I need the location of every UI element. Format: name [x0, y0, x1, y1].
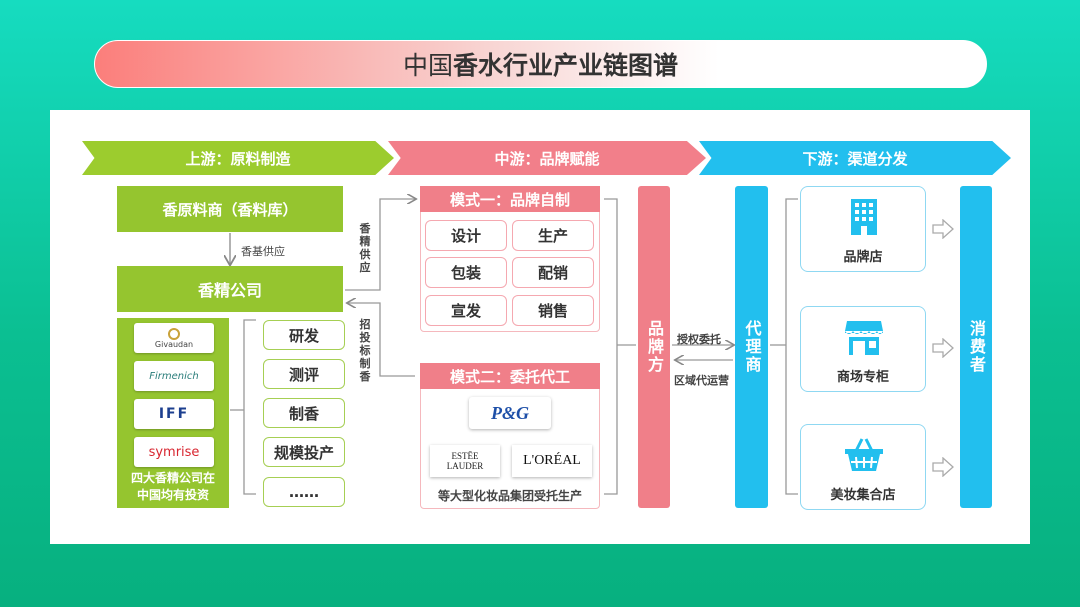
channel-mall-counter-label: 商场专柜 — [836, 370, 889, 385]
supply-label: 香基供应 — [241, 245, 285, 258]
page-title: 中国香水行业产业链图谱 — [94, 40, 987, 88]
mode1-title: 模式一：品牌自制 — [420, 186, 600, 212]
activity-more: …… — [263, 477, 345, 507]
channel-mall-counter: 商场专柜 — [800, 306, 926, 392]
stage-downstream: 下游：渠道分发 — [699, 141, 1011, 175]
sun-icon — [168, 327, 180, 340]
stage-upstream: 上游：原料制造 — [82, 141, 394, 175]
fragrance-supply-label: 香精供应 — [359, 222, 371, 274]
activity-perfuming: 制香 — [263, 398, 345, 428]
agent-bar: 代理商 — [735, 186, 768, 508]
logos-caption: 四大香精公司在中国均有投资 — [130, 471, 215, 502]
mode1-packaging: 包装 — [425, 257, 507, 288]
basket-icon — [845, 438, 883, 471]
raw-material-supplier: 香原料商（香料库） — [117, 186, 343, 232]
mode2-caption: 等大型化妆品集团受托生产 — [437, 489, 582, 503]
mode1-promotion: 宣发 — [425, 295, 507, 326]
authorize-label: 授权委托 — [677, 333, 721, 346]
fragrance-company: 香精公司 — [117, 266, 343, 312]
arrow-right-icon — [932, 338, 954, 358]
channel-brand-store: 品牌店 — [800, 186, 926, 272]
title-prefix: 中国 — [402, 51, 453, 80]
pg-logo: P&G — [469, 397, 551, 429]
activity-mass-production: 规模投产 — [263, 437, 345, 467]
channel-beauty-store: 美妆集合店 — [800, 424, 926, 510]
channel-brand-store-label: 品牌店 — [843, 250, 883, 265]
arrow-right-icon — [932, 219, 954, 239]
iff-logo: IFF — [134, 399, 214, 429]
givaudan-logo: Givaudan — [134, 323, 214, 353]
mode1-distribution: 配销 — [512, 257, 594, 288]
mode1-production: 生产 — [512, 220, 594, 251]
loreal-logo: L'ORÉAL — [512, 445, 592, 477]
consumer-bar: 消费者 — [960, 186, 992, 508]
mode1-sales: 销售 — [512, 295, 594, 326]
bid-fragrance-label: 招投标制香 — [359, 318, 371, 383]
storefront-icon — [845, 321, 883, 355]
title-main: 香水行业产业链图谱 — [453, 51, 679, 80]
stage-midstream: 中游：品牌赋能 — [388, 141, 706, 175]
brand-owner-bar: 品牌方 — [638, 186, 670, 508]
mode2-title: 模式二：委托代工 — [420, 363, 600, 389]
activity-evaluation: 测评 — [263, 359, 345, 389]
building-icon — [851, 199, 877, 235]
symrise-logo: symrise — [134, 437, 214, 467]
activity-rd: 研发 — [263, 320, 345, 350]
arrow-right-icon — [932, 457, 954, 477]
firmenich-logo: Firmenich — [134, 361, 214, 391]
regional-ops-label: 区域代运营 — [674, 374, 729, 387]
channel-beauty-store-label: 美妆集合店 — [830, 488, 896, 503]
mode1-design: 设计 — [425, 220, 507, 251]
estee-lauder-logo: ESTĒE LAUDER — [430, 445, 500, 477]
